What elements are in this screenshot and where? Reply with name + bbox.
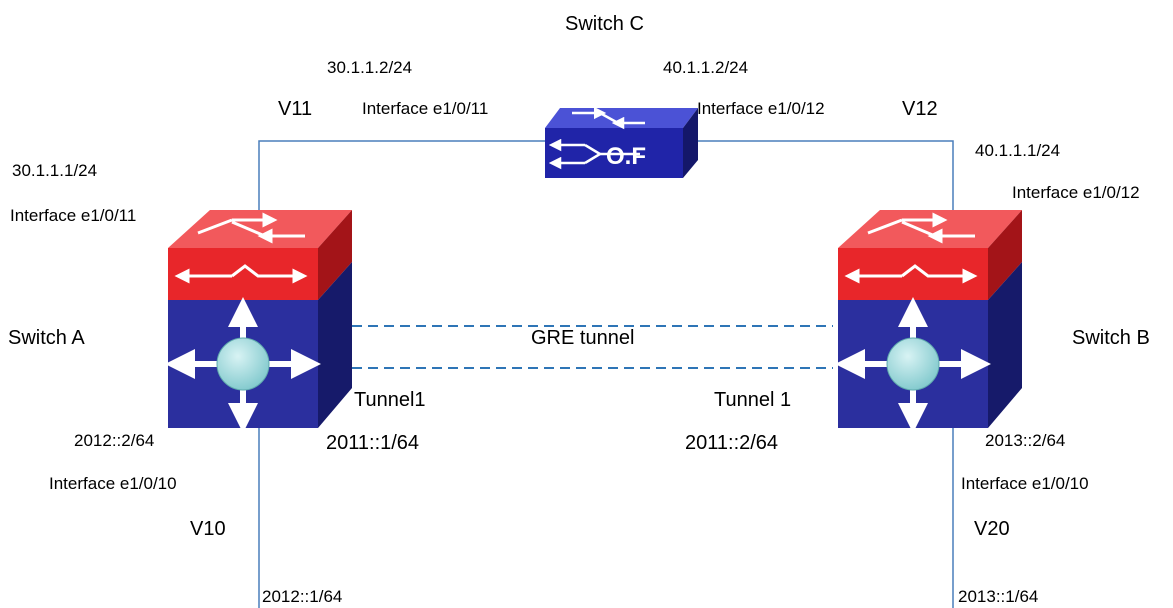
switch-b-tunnel-ip: 2011::2/64: [685, 432, 779, 454]
switch-a-tunnel-ip: 2011::1/64: [326, 432, 420, 454]
links: [258, 140, 954, 608]
vlan-v11-label: V11: [278, 98, 313, 120]
switch-c-icon: O.F: [545, 106, 698, 178]
switch-a-lower-ip: 2012::2/64: [74, 431, 155, 450]
vlan-v20-label: V20: [974, 518, 1010, 540]
switch-b-upper-interface: Interface e1/0/12: [1012, 183, 1140, 202]
switch-c-right-interface: Interface e1/0/12: [697, 99, 825, 118]
switch-a-tunnel-name: Tunnel1: [354, 389, 426, 411]
switch-b-icon: [835, 210, 1022, 433]
switch-c-left-interface: Interface e1/0/11: [362, 99, 489, 118]
switch-a-lower-interface: Interface e1/0/10: [49, 474, 177, 493]
vlan-v10-label: V10: [190, 518, 226, 540]
switch-c-label: Switch C: [565, 13, 644, 35]
switch-a-upper-ip: 30.1.1.1/24: [12, 161, 98, 180]
link-c-to-b: [683, 140, 954, 212]
switch-c-logo: O.F: [606, 143, 646, 170]
switch-b-tunnel-name: Tunnel 1: [714, 389, 792, 411]
switch-c-left-ip: 30.1.1.2/24: [327, 58, 413, 77]
switch-a-upper-interface: Interface e1/0/11: [10, 206, 137, 225]
switch-a-label: Switch A: [8, 327, 85, 349]
switch-c-right-ip: 40.1.1.2/24: [663, 58, 749, 77]
link-a-to-c: [258, 140, 545, 212]
gre-tunnel-label: GRE tunnel: [531, 327, 635, 349]
switch-b-lower-interface: Interface e1/0/10: [961, 474, 1089, 493]
switch-a-icon: [165, 210, 352, 433]
switch-b-host-ip: 2013::1/64: [958, 587, 1039, 606]
gre-tunnel-lines: [320, 325, 833, 369]
switch-b-upper-ip: 40.1.1.1/24: [975, 141, 1061, 160]
switch-b-lower-ip: 2013::2/64: [985, 431, 1066, 450]
vlan-v12-label: V12: [902, 98, 938, 120]
switch-b-label: Switch B: [1072, 327, 1150, 349]
switch-a-host-ip: 2012::1/64: [262, 587, 343, 606]
